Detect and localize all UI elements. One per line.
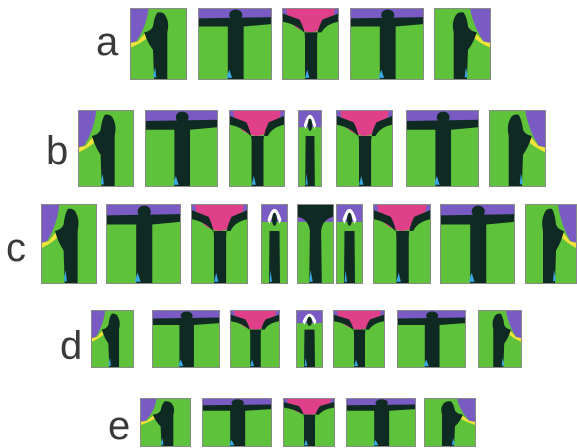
frame-c-6 bbox=[336, 204, 363, 284]
frame-b-5 bbox=[336, 110, 393, 187]
frame-c-3 bbox=[191, 204, 248, 284]
frame-e-2 bbox=[202, 398, 272, 447]
frame-d-7 bbox=[478, 310, 522, 368]
frame-c-9 bbox=[525, 204, 577, 284]
frame-a-1 bbox=[130, 8, 187, 80]
frame-a-5 bbox=[434, 8, 491, 80]
frame-c-7 bbox=[373, 204, 431, 284]
frame-e-4 bbox=[346, 398, 416, 447]
frame-d-3 bbox=[230, 310, 280, 368]
frame-b-3 bbox=[229, 110, 285, 187]
frame-c-1 bbox=[41, 204, 97, 284]
frame-e-3 bbox=[283, 398, 335, 447]
frame-b-7 bbox=[489, 110, 546, 187]
frame-e-5 bbox=[424, 398, 476, 447]
frame-c-2 bbox=[106, 204, 181, 284]
frame-a-2 bbox=[198, 8, 272, 80]
frame-c-8 bbox=[440, 204, 515, 284]
frame-b-2 bbox=[145, 110, 218, 187]
frame-b-4 bbox=[298, 110, 322, 187]
row-label-c: c bbox=[6, 228, 26, 268]
frame-d-1 bbox=[91, 310, 134, 368]
frame-d-2 bbox=[152, 310, 220, 368]
frame-a-4 bbox=[350, 8, 424, 80]
frame-d-4 bbox=[296, 310, 323, 368]
frame-c-4 bbox=[261, 204, 288, 284]
frame-b-6 bbox=[406, 110, 479, 187]
row-label-e: e bbox=[108, 406, 130, 446]
frame-b-1 bbox=[78, 110, 134, 187]
row-label-a: a bbox=[96, 22, 118, 62]
frame-e-1 bbox=[140, 398, 191, 447]
frame-d-5 bbox=[333, 310, 385, 368]
frame-d-6 bbox=[397, 310, 466, 368]
frame-c-5 bbox=[297, 204, 334, 284]
row-label-b: b bbox=[46, 131, 68, 171]
row-label-d: d bbox=[60, 326, 82, 366]
frame-a-3 bbox=[282, 8, 339, 80]
